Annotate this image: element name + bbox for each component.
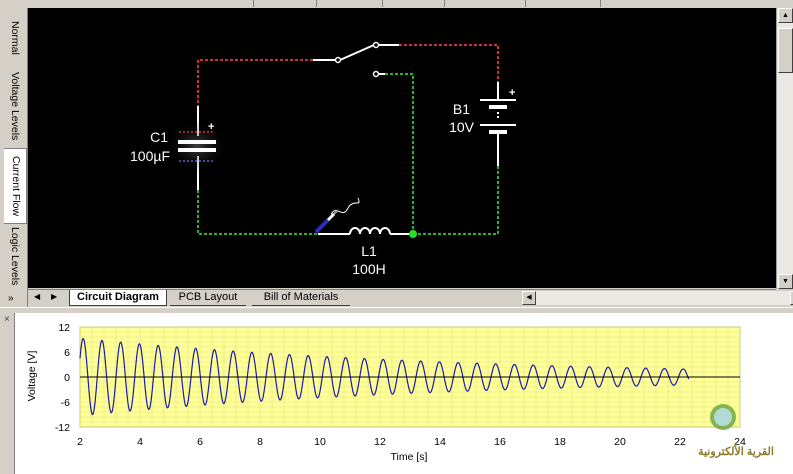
- voltmeter-probe-icon[interactable]: [314, 197, 360, 234]
- battery-b1[interactable]: + B1 10V: [449, 87, 516, 135]
- inductor-l1-value: 100H: [352, 261, 385, 277]
- x-tick-label: 18: [554, 436, 566, 448]
- capacitor-c1[interactable]: + C1 100µF: [130, 120, 229, 172]
- switch-symbol[interactable]: [334, 41, 380, 78]
- inductor-l1[interactable]: L1 100H: [349, 227, 391, 277]
- x-tick-label: 14: [434, 436, 446, 448]
- negative-wires: [197, 73, 499, 235]
- scroll-right-icon[interactable]: ▶: [790, 291, 793, 305]
- x-axis-label: Time [s]: [391, 451, 428, 463]
- vertical-scroll-thumb[interactable]: [778, 28, 793, 73]
- circuit-diagram: + C1 100µF + B1 10V L1 100H: [130, 41, 516, 277]
- battery-plus-sign: +: [509, 87, 515, 99]
- x-tick-label: 8: [257, 436, 263, 448]
- x-tick-label: 4: [137, 436, 143, 448]
- x-tick-label: 12: [374, 436, 386, 448]
- x-tick-label: 10: [314, 436, 326, 448]
- tab-nav-left-icon[interactable]: ◀: [34, 292, 41, 301]
- scroll-left-icon[interactable]: ◀: [522, 291, 536, 305]
- graph-panel-handle: ×: [0, 313, 15, 474]
- document-tab-bar: ◀ ▶ Circuit Diagram PCB Layout Bill of M…: [28, 289, 793, 307]
- battery-b1-name: B1: [453, 101, 470, 117]
- close-graph-icon[interactable]: ×: [4, 314, 10, 325]
- x-tick-label: 2: [77, 436, 83, 448]
- side-tabs-more-icon[interactable]: »: [8, 293, 14, 304]
- junction-node[interactable]: [409, 230, 417, 238]
- tab-voltage-levels[interactable]: Voltage Levels: [9, 71, 21, 141]
- scroll-up-icon[interactable]: ▲: [778, 8, 793, 23]
- y-tick-label: 6: [64, 347, 70, 359]
- x-tick-label: 20: [614, 436, 626, 448]
- y-axis-label: Voltage [V]: [26, 351, 38, 402]
- tab-bill-of-materials[interactable]: Bill of Materials: [252, 290, 350, 306]
- canvas-horizontal-scrollbar[interactable]: ◀ ▶: [522, 291, 793, 305]
- y-tick-label: 12: [58, 322, 70, 334]
- x-tick-label: 24: [734, 436, 746, 448]
- circuit-canvas[interactable]: + C1 100µF + B1 10V L1 100H: [28, 8, 776, 288]
- tab-logic-levels[interactable]: Logic Levels: [9, 226, 21, 286]
- tab-pcb-layout[interactable]: PCB Layout: [170, 290, 246, 306]
- x-tick-label: 22: [674, 436, 686, 448]
- y-tick-label: -6: [61, 397, 70, 409]
- tab-normal[interactable]: Normal: [9, 21, 21, 55]
- scroll-down-icon[interactable]: ▼: [778, 274, 793, 289]
- view-mode-tabs: Normal Voltage Levels Current Flow Logic…: [0, 8, 28, 308]
- watermark-logo: القرية الألكترونية: [698, 404, 774, 458]
- capacitor-c1-name: C1: [150, 129, 168, 145]
- y-tick-label: -12: [55, 422, 70, 434]
- battery-b1-value: 10V: [449, 119, 475, 135]
- capacitor-c1-value: 100µF: [130, 148, 170, 164]
- tab-circuit-diagram[interactable]: Circuit Diagram: [69, 290, 167, 306]
- tab-nav-right-icon[interactable]: ▶: [51, 292, 58, 301]
- watermark-text: القرية الألكترونية: [698, 444, 774, 458]
- positive-wires: [197, 44, 499, 118]
- x-tick-label: 16: [494, 436, 506, 448]
- capacitor-plus-sign: +: [208, 121, 214, 133]
- x-tick-label: 6: [197, 436, 203, 448]
- voltage-series-line: [79, 337, 690, 416]
- tab-current-flow[interactable]: Current Flow: [4, 148, 27, 224]
- canvas-vertical-scrollbar[interactable]: ▲ ▼: [776, 8, 793, 289]
- y-tick-label: 0: [64, 372, 70, 384]
- inductor-l1-name: L1: [361, 243, 377, 259]
